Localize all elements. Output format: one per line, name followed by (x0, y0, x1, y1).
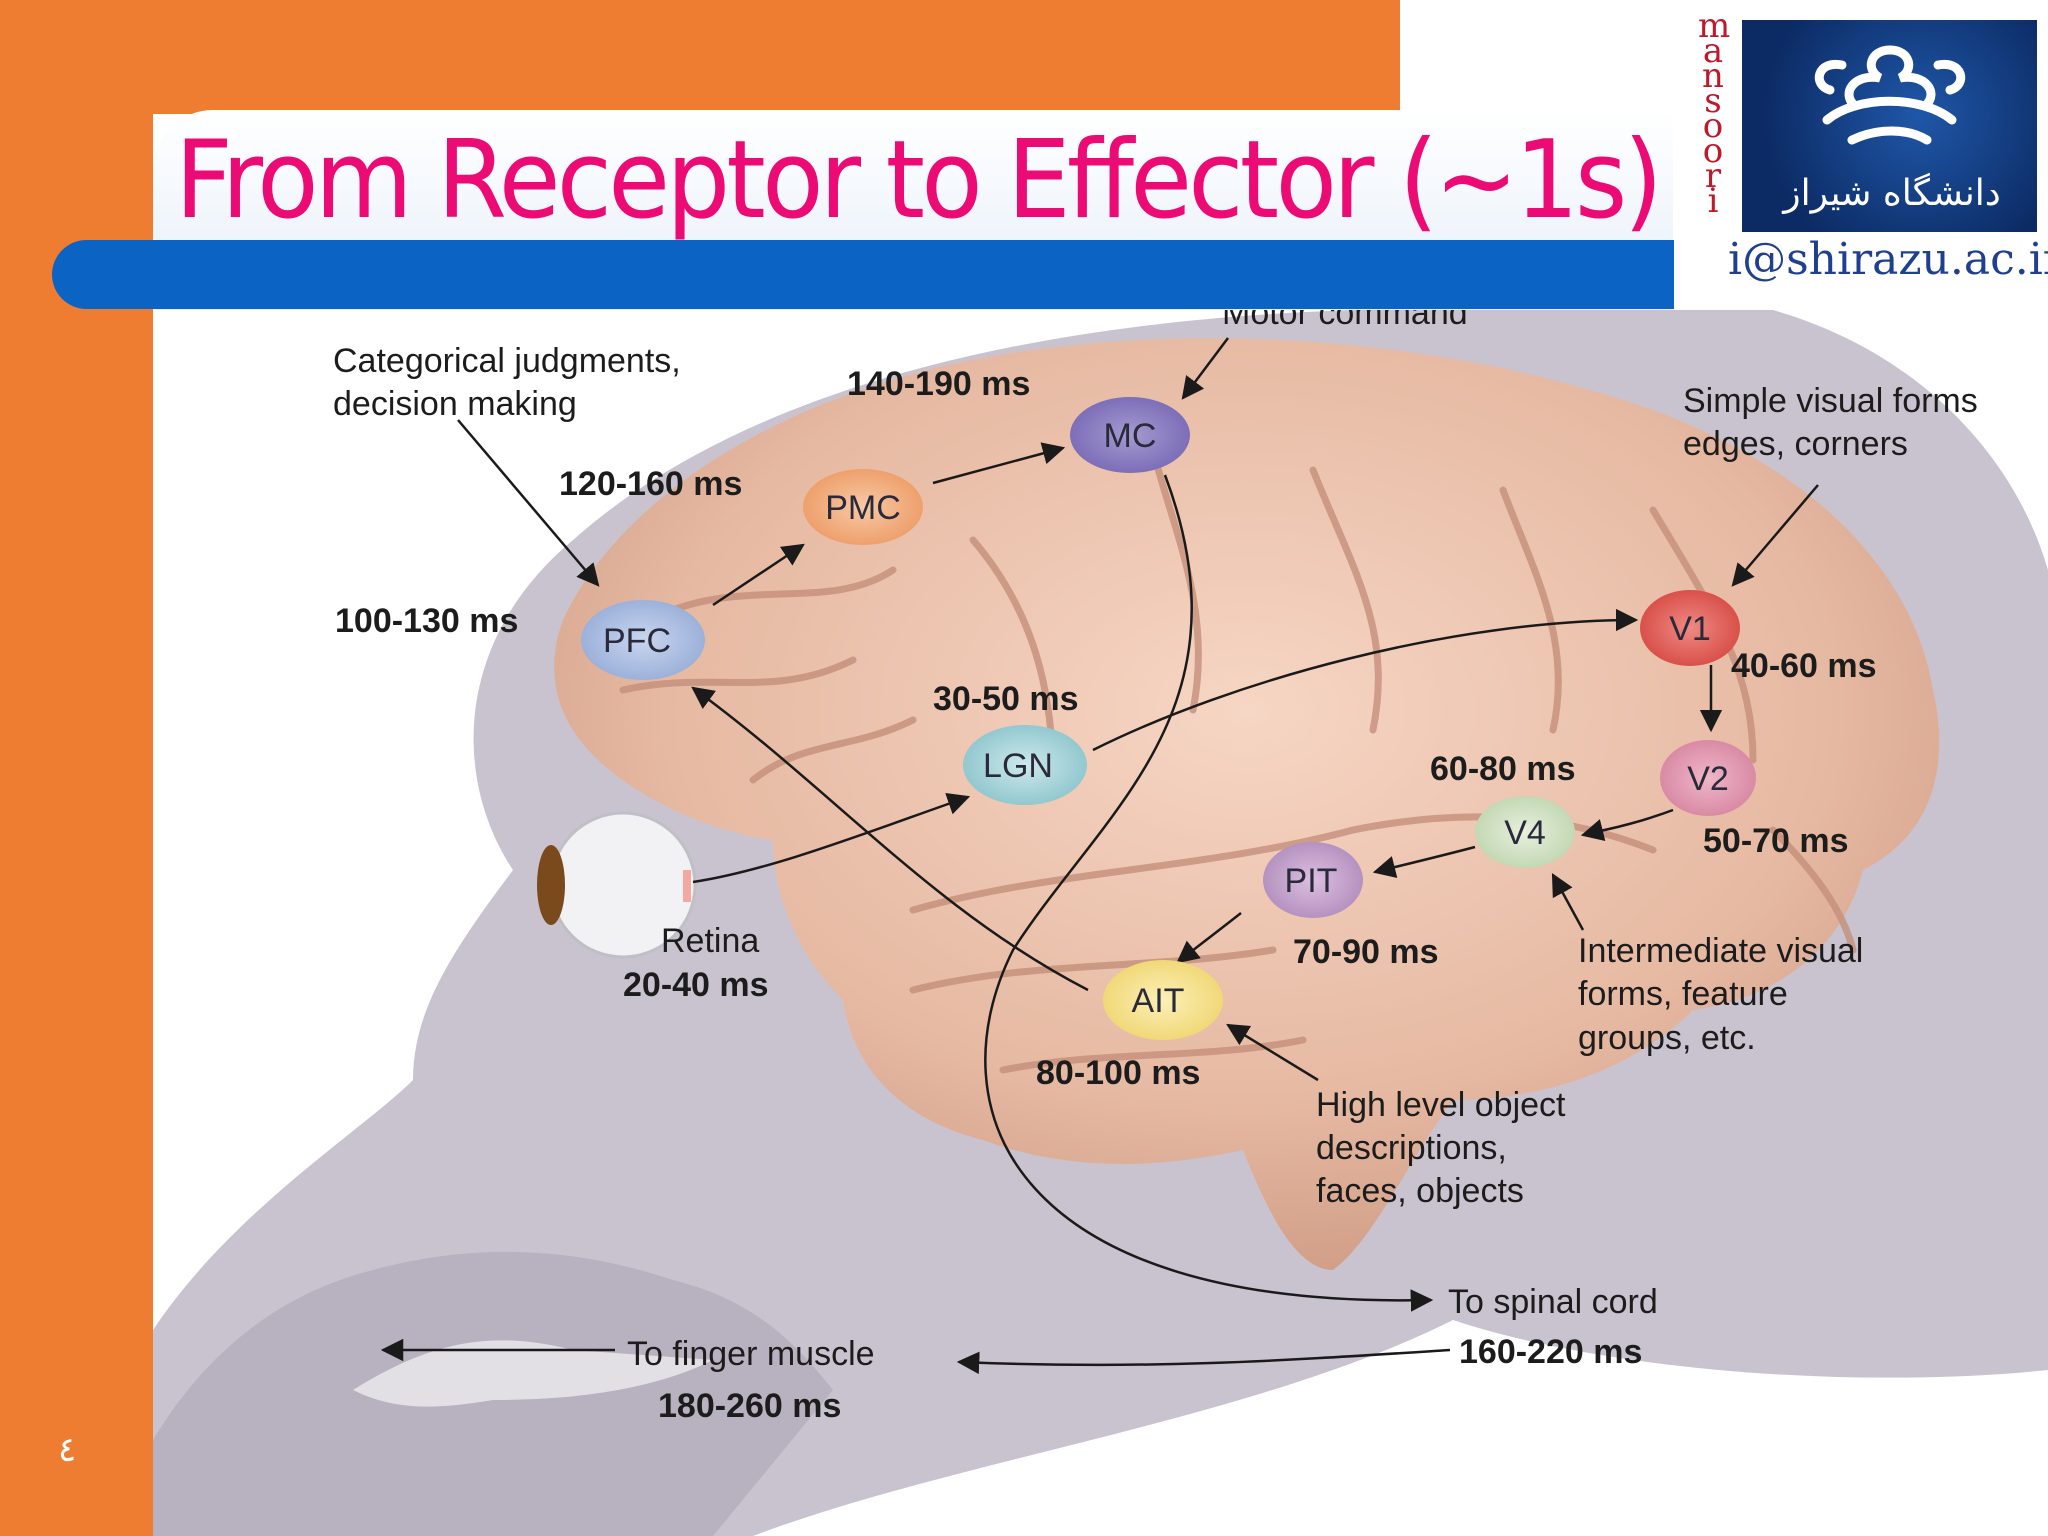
arrow-ait-to-pfc (691, 686, 1089, 992)
label-retina: Retina (661, 922, 759, 960)
timing-v4: 60-80 ms (1430, 750, 1576, 788)
label-high-level-line3: faces, objects (1316, 1172, 1524, 1210)
timing-retina: 20-40 ms (623, 966, 769, 1004)
annotation-labels: Motor command Categorical judgments, dec… (333, 310, 1978, 1373)
label-simple-visual-line2: edges, corners (1683, 425, 1908, 463)
page-number: ٤ (58, 1430, 77, 1470)
emblem-text: دانشگاه شیراز (1781, 172, 2001, 214)
timing-lgn: 30-50 ms (933, 680, 1079, 718)
arrow-pmc-to-mc (932, 442, 1066, 485)
timing-pmc: 120-160 ms (559, 465, 742, 503)
label-intermediate-line3: groups, etc. (1578, 1019, 1756, 1057)
arrow-v4-to-pit (1372, 845, 1476, 879)
node-ait: AIT (1103, 960, 1223, 1040)
svg-text:LGN: LGN (983, 747, 1053, 785)
arrow-high-level-object (1226, 1023, 1319, 1082)
arrow-pfc-to-pmc (712, 543, 805, 607)
timing-pfc: 100-130 ms (335, 602, 518, 640)
timing-mc: 140-190 ms (847, 365, 1030, 403)
node-pit: PIT (1263, 842, 1363, 918)
label-categorical-line1: Categorical judgments, (333, 342, 681, 380)
arrow-categorical-judgments (457, 419, 600, 587)
label-high-level-line2: descriptions, (1316, 1129, 1507, 1167)
timing-finger-muscle: 180-260 ms (658, 1387, 841, 1425)
svg-text:V4: V4 (1504, 814, 1546, 852)
timing-labels: 140-190 ms 120-160 ms 100-130 ms 30-50 m… (335, 365, 1877, 1425)
eyeball (537, 811, 697, 959)
top-accent-band (0, 0, 1400, 114)
timing-v2: 50-70 ms (1703, 822, 1849, 860)
label-simple-visual-line1: Simple visual forms (1683, 382, 1978, 420)
svg-text:AIT: AIT (1132, 982, 1185, 1020)
svg-text:PIT: PIT (1285, 862, 1338, 900)
node-v1: V1 (1640, 590, 1740, 666)
label-intermediate-line2: forms, feature (1578, 975, 1788, 1013)
author-vertical-name: m a n s o o r i (1698, 6, 1731, 221)
svg-text:PFC: PFC (603, 622, 671, 660)
svg-text:PMC: PMC (825, 489, 901, 527)
label-intermediate-line1: Intermediate visual (1578, 932, 1863, 970)
university-emblem-icon: دانشگاه شیراز (1781, 45, 2001, 214)
timing-pit: 70-90 ms (1293, 933, 1439, 971)
brain-illustration (554, 338, 1940, 1271)
arrow-intermediate-visual (1551, 873, 1585, 931)
svg-text:MC: MC (1104, 417, 1157, 455)
label-motor-command: Motor command (1222, 310, 1468, 332)
label-categorical-line2: decision making (333, 385, 577, 423)
svg-text:V1: V1 (1669, 610, 1711, 648)
node-lgn: LGN (963, 725, 1087, 805)
node-pmc: PMC (803, 469, 923, 545)
arrow-retina-to-lgn (692, 793, 971, 884)
label-high-level-line1: High level object (1316, 1086, 1566, 1124)
node-pfc: PFC (581, 600, 705, 680)
arrow-spinal-to-finger (956, 1348, 1451, 1375)
arrow-mc-to-spinal-cord (984, 474, 1434, 1312)
node-v2: V2 (1660, 740, 1756, 816)
slide-title: From Receptor to Effector (~1s) (175, 118, 1663, 243)
title-underline-bar (52, 240, 1674, 309)
arrow-pit-to-ait (1176, 912, 1242, 964)
brain-pathway-diagram: MC PMC PFC LGN V1 V2 V4 PIT (153, 310, 2048, 1536)
svg-text:V2: V2 (1687, 760, 1729, 798)
label-to-finger-muscle: To finger muscle (627, 1335, 875, 1373)
arrow-simple-visual-forms (1731, 484, 1819, 587)
author-email: i@shirazu.ac.ir (1728, 234, 2048, 285)
node-v4: V4 (1475, 796, 1575, 868)
node-mc: MC (1070, 397, 1190, 473)
university-logo: دانشگاه شیراز (1742, 20, 2037, 232)
arrow-motor-command (1181, 337, 1229, 400)
label-to-spinal-cord: To spinal cord (1448, 1283, 1658, 1321)
pathway-arrows (380, 337, 1819, 1375)
timing-ait: 80-100 ms (1036, 1054, 1200, 1092)
left-accent-band (0, 0, 153, 1536)
arrow-lgn-to-v1 (1092, 608, 1639, 752)
timing-spinal-cord: 160-220 ms (1459, 1333, 1642, 1371)
timing-v1: 40-60 ms (1731, 647, 1877, 685)
arrow-v2-to-v4 (1580, 808, 1674, 842)
